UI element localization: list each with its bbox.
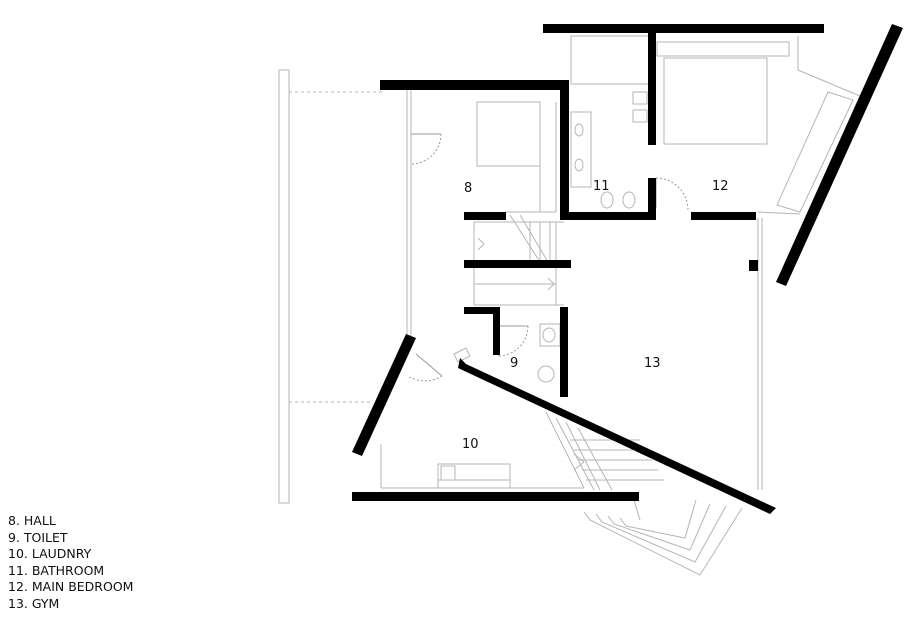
- room-legend: 8. HALL 9. TOILET 10. LAUDNRY 11. BATHRO…: [8, 513, 133, 613]
- walls: [352, 24, 903, 514]
- plan-fine-lines: [278, 35, 861, 576]
- room-labels: 8 9 10 11 12 13: [462, 179, 729, 452]
- room-number-gym: 13: [644, 356, 661, 371]
- legend-item-main-bedroom: 12. MAIN BEDROOM: [8, 579, 134, 595]
- room-number-bathroom: 11: [593, 179, 610, 194]
- room-number-toilet: 9: [510, 356, 518, 371]
- legend-item-laundry: 10. LAUDNRY: [8, 546, 92, 562]
- room-number-laundry: 10: [462, 437, 479, 452]
- legend-item-hall: 8. HALL: [8, 513, 56, 528]
- room-number-hall: 8: [464, 181, 472, 196]
- door-swings: [407, 133, 689, 382]
- legend-item-toilet: 9. TOILET: [8, 529, 68, 545]
- legend-item-bathroom: 11. BATHROOM: [8, 562, 105, 578]
- room-number-main-bedroom: 12: [712, 179, 729, 194]
- legend-item-gym: 13. GYM: [8, 595, 60, 611]
